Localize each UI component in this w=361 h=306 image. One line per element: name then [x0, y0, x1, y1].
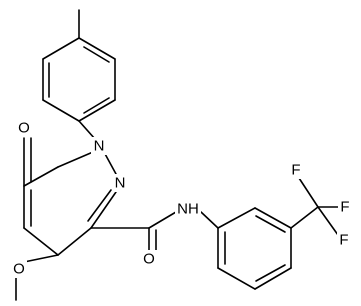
atom-o-methoxy: O [11, 260, 27, 278]
bond-ar-inner [255, 215, 286, 233]
atom-label-n2: N [115, 175, 126, 192]
bond-c4-c5 [23, 227, 59, 256]
atom-label-f-top: F [291, 162, 300, 179]
atom-label-layer: O N N O O NH F [11, 119, 352, 278]
bond-tolyl [42, 37, 80, 60]
bond-c3-c4 [57, 227, 92, 256]
bond-amide-c-n [148, 211, 177, 229]
atom-label-o: O [18, 120, 30, 137]
bond-n1-n2 [103, 151, 117, 175]
atom-o-ring-carbonyl: O [16, 119, 32, 137]
bond-n1-c6 [57, 151, 94, 168]
bond-tolyl-inner [83, 46, 110, 63]
atom-f-right: F [338, 198, 352, 216]
atom-label-o-amide: O [143, 251, 155, 268]
bond-ar [254, 267, 292, 290]
bond-ar-cf3 [290, 206, 319, 229]
bond-tolyl-inner [83, 97, 110, 114]
bond-ar [217, 267, 256, 290]
atom-label-o-methoxy: O [13, 261, 25, 278]
atom-nh: NH [175, 200, 201, 218]
atom-f-bottom: F [337, 231, 351, 249]
bond-tolyl [78, 37, 116, 60]
atom-label-nh: NH [177, 201, 199, 218]
bond-n-aryl [200, 211, 219, 229]
atom-o-amide: O [141, 250, 157, 268]
atom-n1: N [91, 137, 107, 155]
bond-n2-c3 [90, 191, 117, 229]
atom-f-top: F [289, 161, 303, 179]
bond-ar [254, 207, 292, 229]
bond-c6-ring [23, 166, 59, 187]
bond-tolyl [42, 99, 80, 122]
bond-tolyl [78, 99, 116, 122]
atom-label-f-bottom: F [339, 232, 348, 249]
bond-c4-o [23, 254, 59, 263]
bond-layer [15, 9, 339, 301]
bond-ar-inner [255, 264, 286, 282]
bond-ar [217, 207, 256, 229]
atom-label-n1: N [94, 138, 105, 155]
bond-aryl-n1 [78, 120, 96, 140]
atom-label-f-right: F [340, 199, 349, 216]
bond-c-f-top [298, 177, 319, 208]
bond-n2-c3-inner [87, 189, 112, 222]
bond-c-f-bottom [317, 206, 339, 236]
atom-n2: N [112, 174, 128, 192]
